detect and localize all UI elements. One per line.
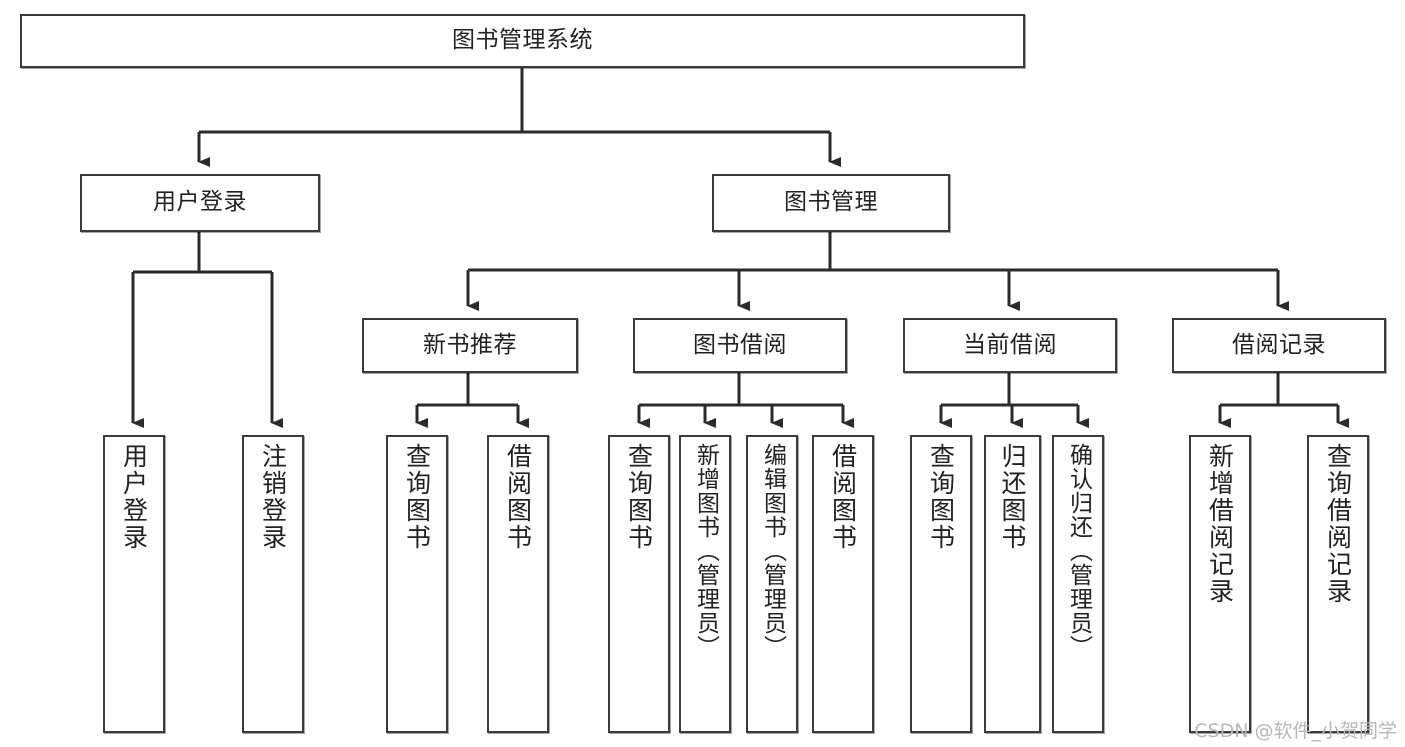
node-leaf-注销登录[interactable]: 注销登录 [242, 435, 304, 733]
node-label: 查询借阅记录 [1323, 443, 1353, 605]
node-leaf-编辑图书管理员[interactable]: 编辑图书（管理员） [746, 435, 798, 733]
node-label: 借阅图书 [503, 443, 533, 551]
node-label: 借阅记录 [1232, 331, 1326, 358]
node-label: 确认归还（管理员） [1065, 443, 1092, 659]
node-level3-新书推荐[interactable]: 新书推荐 [362, 318, 578, 373]
node-label: 借阅图书 [828, 443, 858, 551]
node-leaf-查询图书[interactable]: 查询图书 [910, 435, 972, 733]
node-label: 归还图书 [998, 443, 1027, 551]
node-leaf-新增图书管理员[interactable]: 新增图书（管理员） [679, 435, 731, 733]
node-leaf-查询借阅记录[interactable]: 查询借阅记录 [1307, 435, 1369, 733]
node-label: 新书推荐 [423, 331, 517, 358]
node-level2-图书管理[interactable]: 图书管理 [712, 174, 950, 232]
node-level3-图书借阅[interactable]: 图书借阅 [633, 318, 847, 373]
csdn-watermark: CSDN @软件_小贺同学 [1194, 720, 1397, 742]
node-level2-用户登录[interactable]: 用户登录 [80, 174, 320, 232]
node-leaf-借阅图书[interactable]: 借阅图书 [812, 435, 874, 733]
node-leaf-新增借阅记录[interactable]: 新增借阅记录 [1189, 435, 1251, 733]
node-label: 图书管理系统 [452, 27, 593, 54]
node-leaf-用户登录[interactable]: 用户登录 [103, 435, 165, 733]
node-leaf-查询图书[interactable]: 查询图书 [608, 435, 670, 733]
node-label: 查询图书 [402, 443, 432, 551]
node-label: 新增图书（管理员） [692, 443, 719, 659]
node-label: 注销登录 [258, 443, 288, 551]
node-leaf-确认归还管理员[interactable]: 确认归还（管理员） [1052, 435, 1104, 733]
node-level3-借阅记录[interactable]: 借阅记录 [1172, 318, 1386, 373]
node-leaf-借阅图书[interactable]: 借阅图书 [487, 435, 549, 733]
node-level3-当前借阅[interactable]: 当前借阅 [903, 318, 1117, 373]
node-label: 当前借阅 [963, 331, 1057, 358]
node-label: 查询图书 [624, 443, 654, 551]
node-label: 用户登录 [119, 443, 149, 551]
node-leaf-归还图书[interactable]: 归还图书 [984, 435, 1041, 733]
node-label: 用户登录 [153, 189, 247, 216]
node-label: 编辑图书（管理员） [759, 443, 786, 659]
node-label: 图书管理 [784, 189, 878, 216]
node-leaf-查询图书[interactable]: 查询图书 [386, 435, 448, 733]
node-label: 图书借阅 [693, 331, 787, 358]
node-root-图书管理系统[interactable]: 图书管理系统 [20, 14, 1025, 68]
node-label: 查询图书 [926, 443, 956, 551]
node-label: 新增借阅记录 [1205, 443, 1235, 605]
